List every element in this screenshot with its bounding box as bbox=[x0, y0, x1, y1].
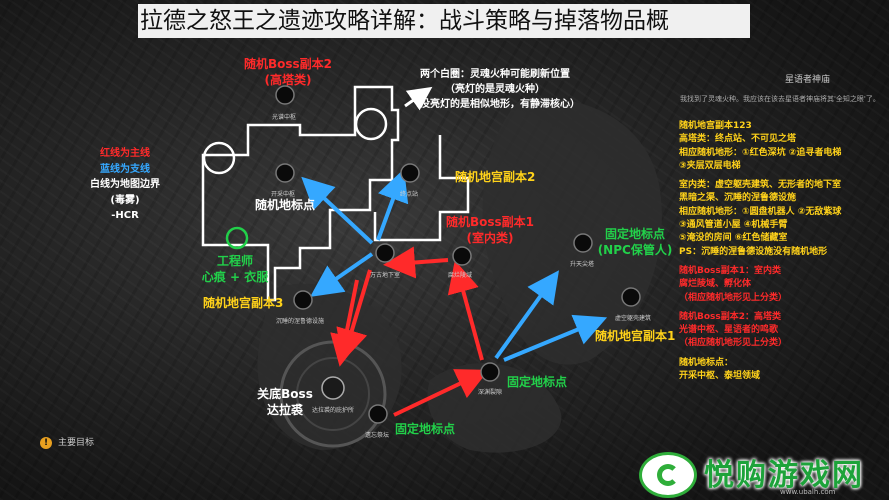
quest-title: 星语者神庙 bbox=[785, 75, 831, 85]
legend-blue: 蓝线为支线 bbox=[100, 163, 150, 175]
quest-text: 我找到了灵魂火种。我应该在该去星语者神庙将其'全知之眼'了。 bbox=[680, 95, 880, 103]
info-line: 随机Boss副本1：室内类 bbox=[679, 265, 782, 276]
main-objective: ! 主要目标 bbox=[40, 435, 94, 449]
node-rotten bbox=[452, 246, 472, 266]
info-line: 随机地标点： bbox=[679, 357, 734, 368]
boss1-label: 随机Boss副本1 (室内类) bbox=[445, 215, 535, 245]
brand-name: 悦购游戏网 bbox=[704, 458, 864, 493]
node-label-altar: 遗忘祭坛 bbox=[365, 432, 390, 439]
legend-poison: (毒雾) bbox=[110, 194, 140, 206]
engineer-circle bbox=[225, 226, 249, 250]
side-lines bbox=[301, 168, 608, 362]
node-spectrum bbox=[275, 85, 295, 105]
node-label-dalaqiu: 达拉裘的庇护所 bbox=[312, 407, 355, 414]
info-line: 腐烂陵域、孵化体 bbox=[679, 279, 752, 290]
node-label-abyss: 深渊裂隙 bbox=[478, 389, 503, 396]
fixed-landmark-label-1: 固定地标点 bbox=[507, 375, 568, 389]
watermark: 悦购游戏网 www.ubalh.com bbox=[630, 448, 889, 500]
soul-ember-circle-2 bbox=[354, 107, 388, 141]
info-line: 随机地宫副本123 bbox=[679, 121, 752, 131]
node-label-central: 万古地下室 bbox=[370, 272, 401, 279]
node-central bbox=[375, 243, 395, 263]
main-lines bbox=[330, 246, 489, 417]
pointer-arrow bbox=[404, 86, 433, 111]
page-title: 拉德之怒王之遗迹攻略详解：战斗策略与掉落物品概 bbox=[138, 4, 750, 38]
node-mining bbox=[275, 163, 295, 183]
node-void bbox=[621, 287, 641, 307]
info-line: ⑤淹没的房间 ⑥红色储藏室 bbox=[679, 233, 788, 244]
node-terminal bbox=[400, 163, 420, 183]
legend: 红线为主线 蓝线为支线 白线为地图边界 (毒雾) -HCR bbox=[84, 146, 166, 224]
soul-ember-note: 两个白圈：灵魂火种可能刷新位置 （亮灯的是灵魂火种） （没亮灯的是相似地形，有静… bbox=[410, 69, 580, 110]
node-dalaqiu bbox=[321, 376, 345, 400]
info-line: 黑暗之渠、沉睡的涅鲁德设施 bbox=[679, 193, 797, 204]
main-objective-label: 主要目标 bbox=[58, 438, 95, 448]
node-abyss bbox=[480, 362, 500, 382]
soul-ember-circle-1 bbox=[202, 141, 236, 175]
dungeon2-label: 随机地宫副本2 bbox=[455, 170, 536, 184]
final-boss-label: 关底Boss 达拉裘 bbox=[257, 387, 313, 417]
node-label-ascend: 升天尖塔 bbox=[570, 261, 595, 268]
boss2-label: 随机Boss副本2 (高塔类) bbox=[243, 57, 333, 87]
info-line: 室内类：虚空躯壳建筑、无形者的地下室 bbox=[679, 180, 842, 191]
map-boundary-branch bbox=[373, 135, 470, 242]
alert-icon: ! bbox=[40, 436, 52, 449]
brand-logo-icon bbox=[639, 452, 697, 498]
node-label-spectrum: 光谱中枢 bbox=[272, 114, 297, 121]
info-line: ③通风管道小屋 ④机械手臂 bbox=[679, 220, 788, 231]
info-line: 相应随机地形：①红色深坑 ②追寻者电梯 bbox=[679, 147, 842, 158]
info-line: 开采中枢、泰坦领域 bbox=[679, 371, 761, 382]
engineer-label: 工程师 心痕 + 衣服 bbox=[201, 254, 269, 284]
info-line: 高塔类：终点站、不可见之塔 bbox=[679, 134, 797, 145]
map-nodes bbox=[275, 85, 641, 424]
info-line: 光谱中枢、星语者的鸣歌 bbox=[679, 325, 779, 336]
node-sleep bbox=[293, 290, 313, 310]
info-line: 随机Boss副本2：高塔类 bbox=[679, 311, 782, 322]
info-line: （相应随机地形见上分类） bbox=[679, 292, 788, 303]
node-ascend bbox=[573, 233, 593, 253]
npc-landmark-label: 固定地标点 (NPC保管人) bbox=[597, 227, 673, 257]
map-boundary bbox=[201, 85, 400, 302]
node-label-sleep: 沉睡的涅鲁德设施 bbox=[276, 318, 325, 325]
fixed-landmark-label-2: 固定地标点 bbox=[395, 422, 456, 436]
node-label-rotten: 腐烂陵域 bbox=[448, 272, 473, 279]
quest-panel: 星语者神庙 bbox=[763, 74, 883, 92]
legend-author: -HCR bbox=[111, 210, 139, 221]
info-line: 相应随机地形：①圆盘机器人 ②无敌紫球 bbox=[679, 206, 842, 217]
dungeon3-label: 随机地宫副本3 bbox=[203, 296, 284, 310]
info-line: （相应随机地形见上分类） bbox=[679, 338, 788, 349]
dungeon1-label: 随机地宫副本1 bbox=[595, 329, 676, 343]
info-panel: 随机地宫副本123 高塔类：终点站、不可见之塔相应随机地形：①红色深坑 ②追寻者电… bbox=[679, 120, 884, 383]
node-label-void: 虚空躯壳建筑 bbox=[615, 315, 652, 322]
legend-red: 红线为主线 bbox=[100, 148, 150, 159]
info-line: PS：沉睡的涅鲁德设施没有随机地形 bbox=[679, 246, 828, 257]
node-label-mining: 开采中枢 bbox=[271, 191, 296, 198]
random-landmark-label: 随机地标点 bbox=[255, 198, 316, 212]
legend-white: 白线为地图边界 bbox=[90, 179, 160, 190]
node-altar bbox=[368, 404, 388, 424]
node-label-terminal: 终点站 bbox=[400, 191, 419, 198]
info-line: ③夹层双层电梯 bbox=[679, 160, 741, 171]
brand-url: www.ubalh.com bbox=[780, 488, 836, 496]
